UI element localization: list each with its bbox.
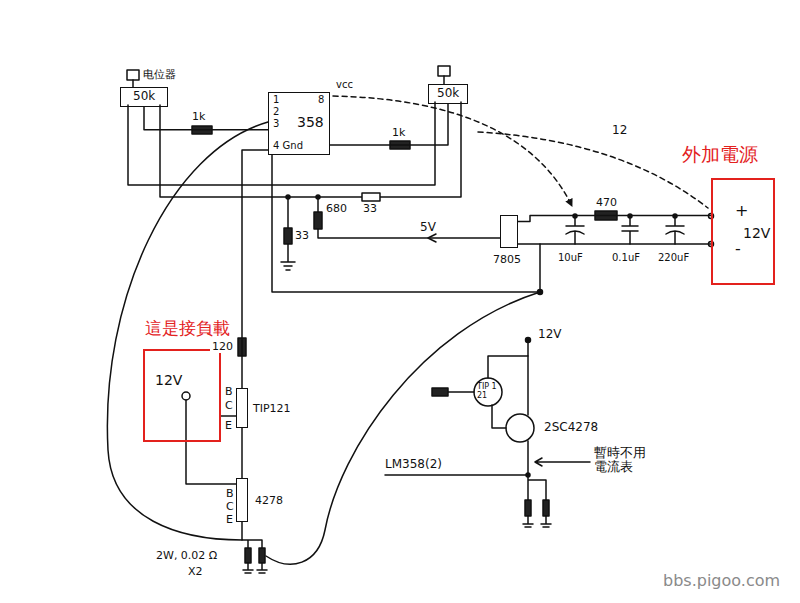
wire-note: 12 (612, 124, 627, 137)
resistor-value: 33 (363, 203, 377, 215)
part-value: 50k (437, 87, 459, 100)
resistor-value: 680 (326, 203, 347, 215)
transistor: TIP121 (236, 388, 248, 428)
capacitor-value: 10uF (558, 252, 583, 263)
wire-connector (518, 215, 711, 221)
pin-letter: C (226, 501, 234, 513)
terminal-sign: + (735, 202, 748, 220)
voltage-label: 12V (155, 373, 182, 388)
regulator: 7805 (500, 215, 518, 248)
pin-letter: C (225, 400, 233, 412)
pin-letter: B (225, 386, 233, 398)
pin-number: 3 (273, 118, 279, 129)
wire-connector (330, 104, 448, 145)
transistor: 4278 (236, 478, 248, 522)
terminal-sign: - (735, 240, 741, 258)
power-input-box: 外加電源+12V- (711, 178, 775, 285)
part-value: 50k (133, 90, 155, 103)
resistor-value: 33 (295, 230, 309, 242)
part-name: 358 (297, 115, 324, 130)
wire-connector (242, 150, 268, 388)
wire-connector (221, 415, 236, 417)
resistor-value: 1k (390, 127, 407, 139)
pin-letter: E (225, 420, 232, 432)
capacitor-value: 220uF (658, 252, 689, 263)
voltage-label: 5V (420, 221, 436, 234)
pin-letter: E (226, 514, 233, 526)
part-name: TIP121 (253, 403, 291, 415)
signal-name: LM358(2) (385, 458, 442, 471)
load-box: 這是接負載12V (143, 349, 221, 442)
pin-name: 4 Gnd (273, 140, 303, 151)
callout-heading: 外加電源 (682, 144, 758, 165)
wire-connector (144, 107, 268, 130)
part-name: 电位器 (143, 69, 176, 81)
quantity-note: X2 (188, 566, 203, 578)
resistor-value: 470 (594, 197, 619, 209)
callout-heading: 這是接負載 (145, 319, 230, 338)
pin-number: 2 (273, 106, 279, 117)
resistor-value: 2W, 0.02 Ω (156, 550, 217, 562)
pin-name: vcc (336, 79, 353, 90)
potentiometer: 电位器50k (120, 87, 168, 107)
resistor-value: 120 (210, 341, 235, 353)
note: 暫時不用 電流表 (594, 446, 651, 475)
pin-letter: B (226, 488, 234, 500)
pin-number: 1 (273, 94, 279, 105)
voltage-label: 12V (743, 226, 770, 241)
part-name: TIP 121 (477, 383, 498, 401)
capacitor-value: 0.1uF (612, 252, 640, 263)
watermark: bbs.pigoo.com (663, 572, 780, 590)
part-name: 4278 (255, 495, 283, 507)
pin-number: 8 (318, 94, 324, 105)
part-name: 7805 (493, 254, 521, 266)
potentiometer: 50k (428, 84, 468, 104)
voltage-label: 12V (538, 328, 561, 341)
part-name: 2SC4278 (544, 421, 598, 434)
wire-connector (241, 428, 243, 478)
resistor-value: 1k (190, 111, 207, 123)
